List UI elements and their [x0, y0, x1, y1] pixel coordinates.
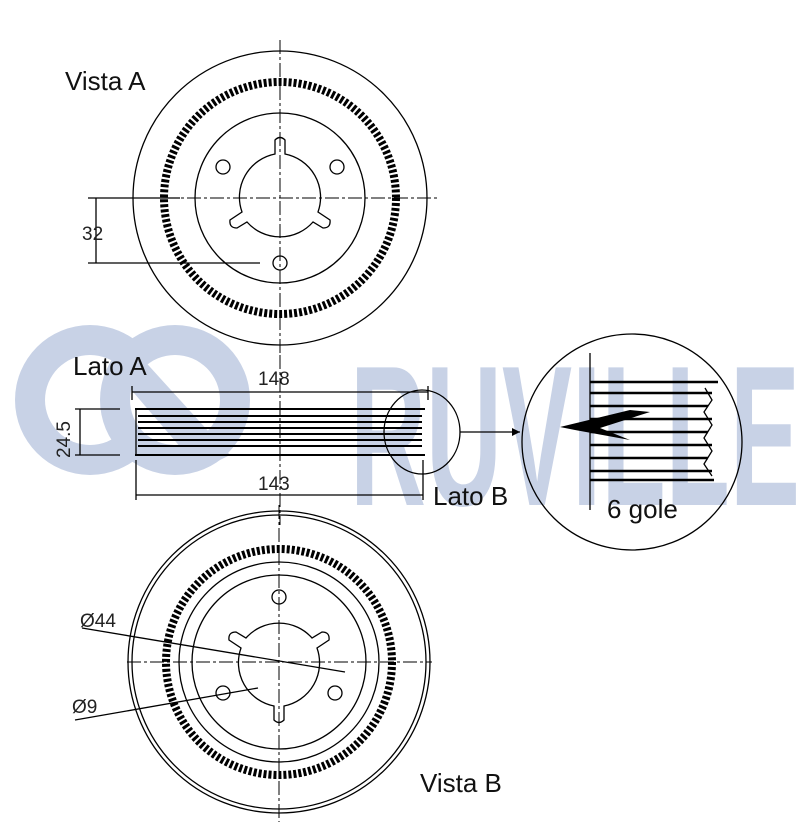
dim-inner-width: 143	[258, 474, 290, 495]
dim-hole-diameter: Ø9	[72, 697, 97, 718]
watermark-text: RUVILLE	[350, 325, 800, 548]
lato-b-label: Lato B	[433, 481, 508, 511]
vista-b-view: Ø44 Ø9 Vista B	[72, 505, 502, 822]
dim-height: 24.5	[54, 421, 75, 458]
hub-keyway	[229, 136, 331, 238]
groove-detail: 6 gole	[521, 333, 743, 551]
dim-hub-diameter: Ø44	[80, 611, 116, 632]
side-view: Lato A 148 24.5 143 Lato B	[54, 351, 520, 525]
dim-bolt-offset: 32	[82, 224, 103, 245]
ruville-logo-watermark: RUVILLE	[15, 325, 800, 548]
dim-outer-width: 148	[258, 369, 290, 390]
lato-a-label: Lato A	[73, 351, 147, 381]
vista-a-view: 32 Vista A	[65, 40, 440, 355]
grooves-label: 6 gole	[607, 494, 678, 524]
vista-b-label: Vista B	[420, 768, 502, 798]
hub-keyway	[228, 622, 330, 724]
vista-a-label: Vista A	[65, 66, 146, 96]
